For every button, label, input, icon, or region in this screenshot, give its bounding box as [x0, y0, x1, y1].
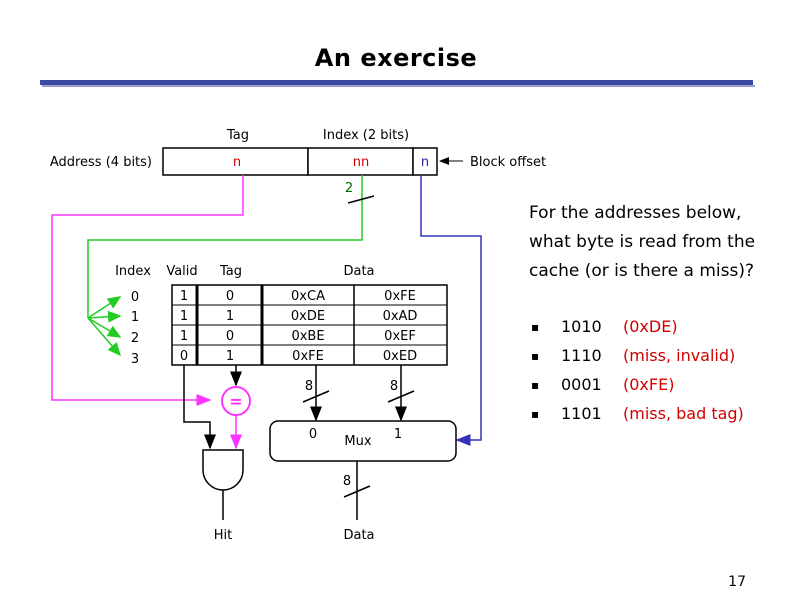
comparator-symbol: = — [229, 392, 242, 411]
tag-cell: 0 — [226, 329, 234, 344]
data-cell: 0xCA — [291, 289, 325, 304]
tag-field-box — [162, 147, 309, 176]
address-value: 0001 — [561, 375, 602, 394]
answer-value: (miss, invalid) — [623, 346, 736, 365]
tag-cell: 1 — [226, 309, 234, 324]
question-line: cache (or is there a miss)? — [529, 261, 755, 281]
table-row: 1 0 0xBE 0xEF — [180, 329, 416, 344]
address-value: 1010 — [561, 317, 602, 336]
mux-label: Mux — [344, 434, 371, 449]
answer-value: (0xFE) — [623, 375, 675, 394]
valid-cell: 0 — [180, 349, 188, 364]
address-register: n nn n — [162, 147, 438, 176]
index-wire — [87, 175, 363, 318]
question-line: For the addresses below, — [529, 203, 742, 223]
valid-cell: 1 — [180, 329, 188, 344]
and-gate — [202, 449, 244, 491]
title-rule — [40, 80, 755, 87]
address-label: Address (4 bits) — [50, 155, 152, 170]
bus-width-left: 8 — [305, 379, 313, 394]
data-cell: 0xDE — [291, 309, 325, 324]
comparator: = — [221, 386, 251, 416]
mux-input-0: 0 — [309, 427, 317, 442]
index-label: 3 — [131, 352, 139, 367]
page-number: 17 — [728, 574, 746, 590]
tag-field-value: n — [233, 155, 241, 170]
question-line: what byte is read from the — [529, 232, 756, 252]
offset-field-box — [412, 147, 438, 176]
index-label: 1 — [131, 310, 139, 325]
data-cell: 0xBE — [291, 329, 324, 344]
data-cell: 0xFE — [292, 349, 324, 364]
tag-wire — [51, 175, 244, 406]
index-col-header: Index — [115, 264, 151, 279]
index-label: 2 — [131, 331, 139, 346]
index-bus-width: 2 — [345, 181, 353, 196]
mux-input-1: 1 — [394, 427, 402, 442]
data-cell: 0xED — [383, 349, 417, 364]
data-cell: 0xFE — [384, 289, 416, 304]
tag-header: Tag — [226, 128, 249, 143]
index-field-value: nn — [353, 155, 369, 170]
valid-cell: 1 — [180, 309, 188, 324]
list-item: ▪ 1010 (0xDE) — [531, 312, 744, 341]
slide-title: An exercise — [314, 44, 478, 72]
list-item: ▪ 1110 (miss, invalid) — [531, 341, 744, 370]
hit-label: Hit — [214, 528, 232, 543]
data-col-header: Data — [343, 264, 374, 279]
mux: 0 1 Mux — [269, 420, 457, 462]
valid-cell: 1 — [180, 289, 188, 304]
offset-field-value: n — [421, 155, 429, 170]
tag-col-header: Tag — [219, 264, 242, 279]
bullet-icon: ▪ — [531, 319, 540, 334]
index-field-box — [307, 147, 414, 176]
bus-slash-left — [302, 390, 330, 403]
answer-value: (miss, bad tag) — [623, 404, 744, 423]
tag-cell: 1 — [226, 349, 234, 364]
bullet-icon: ▪ — [531, 348, 540, 363]
table-row: 0 1 0xFE 0xED — [180, 349, 417, 364]
list-item: ▪ 1101 (miss, bad tag) — [531, 399, 744, 428]
list-item: ▪ 0001 (0xFE) — [531, 370, 744, 399]
mux-output-slash — [343, 485, 371, 498]
answer-value: (0xDE) — [623, 317, 678, 336]
data-cell: 0xEF — [384, 329, 416, 344]
answer-list: ▪ 1010 (0xDE) ▪ 1110 (miss, invalid) ▪ 0… — [531, 312, 744, 428]
bus-slash-right — [387, 390, 415, 403]
bullet-icon: ▪ — [531, 406, 540, 421]
data-output-label: Data — [343, 528, 374, 543]
cache-table: 1 0 0xCA 0xFE 1 1 0xDE 0xAD 1 0 0xBE 0xE… — [171, 284, 448, 366]
mux-output-width: 8 — [343, 474, 351, 489]
valid-wire — [183, 365, 216, 450]
tag-cell: 0 — [226, 289, 234, 304]
index-bus-slash — [347, 195, 375, 204]
valid-col-header: Valid — [166, 264, 197, 279]
data-cell: 0xAD — [383, 309, 418, 324]
bullet-icon: ▪ — [531, 377, 540, 392]
offset-label: Block offset — [470, 155, 546, 170]
address-value: 1101 — [561, 404, 602, 423]
table-row: 1 1 0xDE 0xAD — [180, 309, 418, 324]
exercise-question: For the addresses below, what byte is re… — [529, 199, 755, 286]
bus-width-right: 8 — [390, 379, 398, 394]
offset-wire — [420, 175, 482, 446]
index-labels: 0 1 2 3 — [131, 290, 139, 367]
address-value: 1110 — [561, 346, 602, 365]
index-header: Index (2 bits) — [323, 128, 409, 143]
index-label: 0 — [131, 290, 139, 305]
table-row: 1 0 0xCA 0xFE — [180, 289, 416, 304]
index-decoder-lines — [87, 296, 122, 357]
